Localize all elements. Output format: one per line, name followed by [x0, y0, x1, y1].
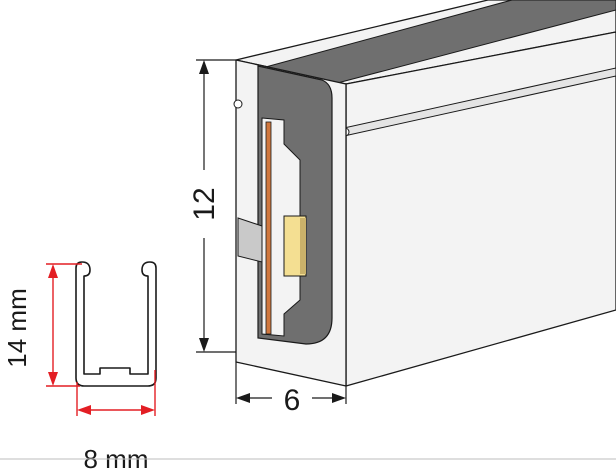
channel-width-arrow-right [141, 405, 155, 415]
strip-mounting-tab [237, 217, 263, 263]
u-channel-profile: 14 mm 8 mm [2, 261, 157, 470]
width-dimension-value: 6 [284, 384, 301, 417]
channel-height-arrow-bottom [48, 372, 58, 386]
width-arrow-left [236, 393, 250, 403]
height-dimension: 12 [188, 59, 236, 353]
neon-strip-illustration [233, 0, 616, 387]
width-arrow-right [332, 393, 346, 403]
channel-width-arrow-left [77, 405, 91, 415]
channel-width-label: 8 mm [84, 444, 149, 470]
strip-inner-holder [261, 117, 301, 337]
strip-front-notch [233, 99, 243, 109]
height-arrow-top [199, 60, 209, 74]
width-dimension: 6 [235, 362, 347, 417]
height-arrow-bottom [199, 338, 209, 352]
height-dimension-value: 12 [188, 187, 221, 220]
u-channel-outline [75, 261, 157, 387]
pcb-copper-strip [265, 121, 272, 335]
channel-height-arrow-top [48, 264, 58, 278]
channel-height-label: 14 mm [2, 288, 32, 367]
led-chip-shadow [300, 218, 306, 274]
